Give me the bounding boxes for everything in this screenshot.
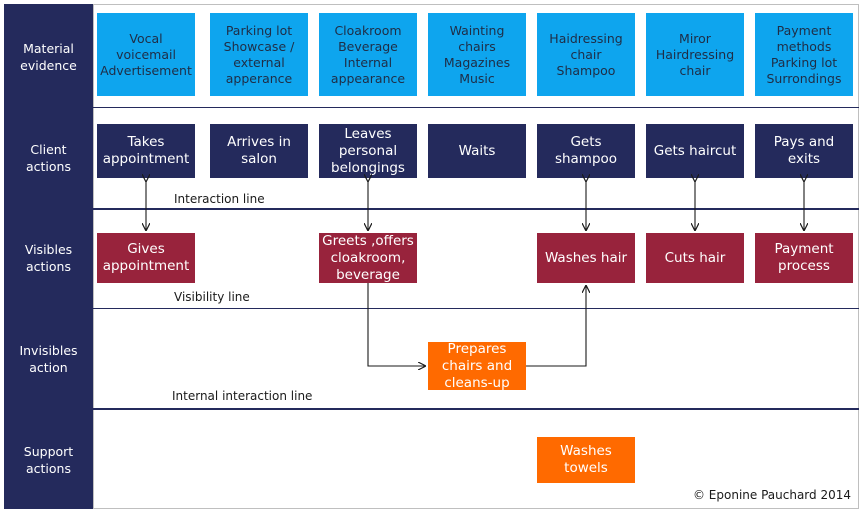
interaction-line [93, 208, 859, 210]
client-action-takes-appointment: Takes appointment [97, 124, 195, 178]
internal-interaction-line [93, 408, 859, 410]
client-action-gets-shampoo: Gets shampoo [537, 124, 635, 178]
evidence-box-7: Payment methods Parking lot Surrondings [755, 13, 853, 96]
row-label-client-actions: Client actions [26, 142, 71, 174]
client-action-waits: Waits [428, 124, 526, 178]
evidence-box-6: Miror Hairdressing chair [646, 13, 744, 96]
support-action-washes-towels: Washes towels [537, 437, 635, 483]
connector-prepares-to-washes [526, 286, 586, 367]
evidence-box-3: Cloakroom Beverage Internal appearance [319, 13, 417, 96]
evidence-box-5: Haidressing chair Shampoo [537, 13, 635, 96]
interaction-line-label: Interaction line [174, 192, 265, 206]
client-action-leaves-belongings: Leaves personal belongings [319, 124, 417, 178]
invisible-action-prepares-chairs: Prepares chairs and cleans-up [428, 341, 526, 391]
internal-interaction-line-label: Internal interaction line [172, 389, 313, 403]
visible-action-cuts-hair: Cuts hair [646, 233, 744, 283]
evidence-box-4: Wainting chairs Magazines Music [428, 13, 526, 96]
visibility-line [93, 308, 859, 309]
evidence-box-2: Parking lot Showcase / external apperanc… [210, 13, 308, 96]
row-header-column [4, 4, 93, 509]
client-action-arrives: Arrives in salon [210, 124, 308, 178]
separator-line-1 [93, 107, 859, 108]
row-label-invisible-actions: Invisibles action [19, 343, 78, 375]
client-action-gets-haircut: Gets haircut [646, 124, 744, 178]
visible-action-payment-process: Payment process [755, 233, 853, 283]
connector-greets-to-prepares [367, 283, 425, 366]
evidence-box-1: Vocal voicemail Advertisement [97, 13, 195, 96]
visibility-line-label: Visibility line [174, 290, 250, 304]
row-label-visible-actions: Visibles actions [24, 242, 73, 274]
client-action-pays-exits: Pays and exits [755, 124, 853, 178]
visible-action-washes-hair: Washes hair [537, 233, 635, 283]
visible-action-gives-appointment: Gives appointment [97, 233, 195, 283]
diagram-frame [93, 4, 859, 509]
copyright-text: © Eponine Pauchard 2014 [692, 488, 851, 502]
row-label-support-actions: Support actions [23, 444, 74, 476]
row-label-material-evidence: Material evidence [20, 41, 77, 73]
visible-action-greets: Greets ,offers cloakroom, beverage [319, 233, 417, 283]
